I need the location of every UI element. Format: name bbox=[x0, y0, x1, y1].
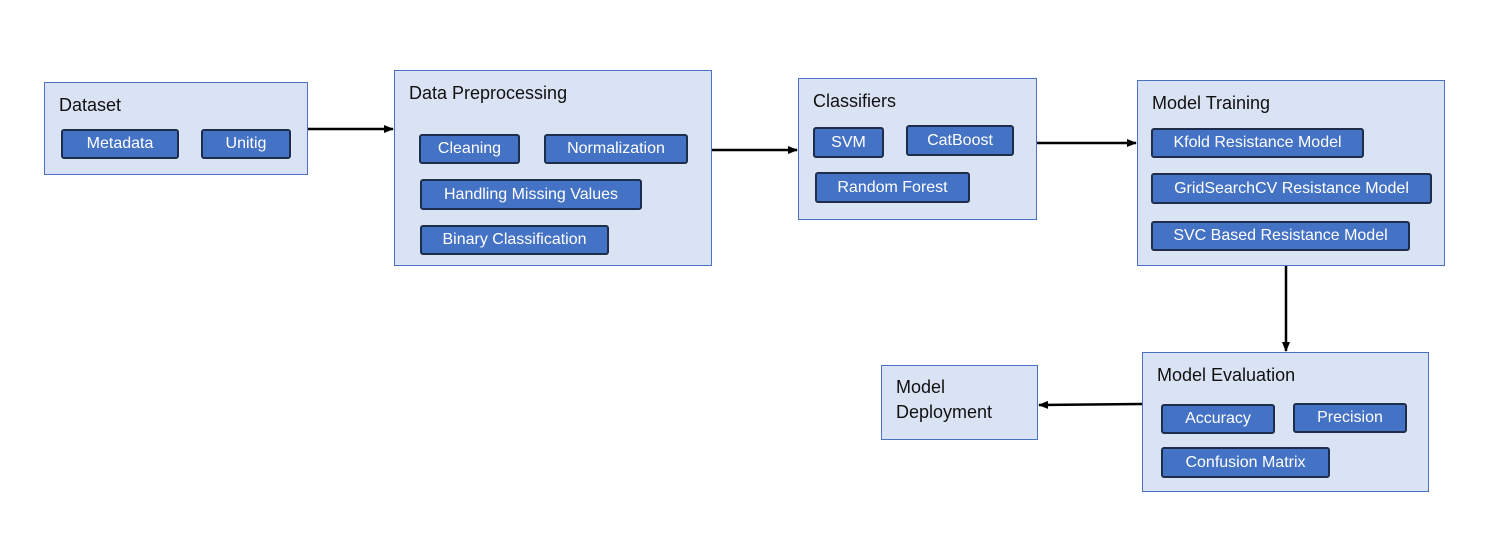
model-training-title: Model Training bbox=[1152, 93, 1271, 113]
dataset-title: Dataset bbox=[59, 95, 122, 115]
model-training-panel: Model Training Kfold Resistance Model Gr… bbox=[1137, 80, 1445, 266]
confusion-matrix-chip: Confusion Matrix bbox=[1161, 447, 1330, 478]
arrow-evaluation-to-deployment bbox=[1038, 400, 1143, 409]
unitig-chip: Unitig bbox=[201, 129, 291, 159]
classifiers-title: Classifiers bbox=[813, 91, 897, 111]
classifiers-panel: Classifiers SVM CatBoost Random Forest bbox=[798, 78, 1037, 220]
catboost-chip: CatBoost bbox=[906, 125, 1014, 156]
random-forest-chip: Random Forest bbox=[815, 172, 970, 203]
metadata-chip: Metadata bbox=[61, 129, 179, 159]
preprocessing-panel: Data Preprocessing Cleaning Normalizatio… bbox=[394, 70, 712, 266]
gridsearchcv-resistance-model-chip: GridSearchCV Resistance Model bbox=[1151, 173, 1432, 204]
preprocessing-title: Data Preprocessing bbox=[409, 83, 568, 103]
model-evaluation-panel: Model Evaluation Accuracy Precision Conf… bbox=[1142, 352, 1429, 492]
model-deployment-title-line2: Deployment bbox=[896, 402, 993, 422]
model-deployment-panel: Model Deployment bbox=[881, 365, 1038, 440]
kfold-resistance-model-chip: Kfold Resistance Model bbox=[1151, 128, 1364, 158]
model-evaluation-title: Model Evaluation bbox=[1157, 365, 1296, 385]
svm-chip: SVM bbox=[813, 127, 884, 158]
dataset-panel: Dataset Metadata Unitig bbox=[44, 82, 308, 175]
model-deployment-title: Model Deployment bbox=[896, 375, 992, 425]
model-deployment-title-line1: Model bbox=[896, 377, 946, 397]
accuracy-chip: Accuracy bbox=[1161, 404, 1275, 434]
handling-missing-values-chip: Handling Missing Values bbox=[420, 179, 642, 210]
cleaning-chip: Cleaning bbox=[419, 134, 520, 164]
precision-chip: Precision bbox=[1293, 403, 1407, 433]
svc-based-resistance-model-chip: SVC Based Resistance Model bbox=[1151, 221, 1410, 251]
binary-classification-chip: Binary Classification bbox=[420, 225, 609, 255]
normalization-chip: Normalization bbox=[544, 134, 688, 164]
